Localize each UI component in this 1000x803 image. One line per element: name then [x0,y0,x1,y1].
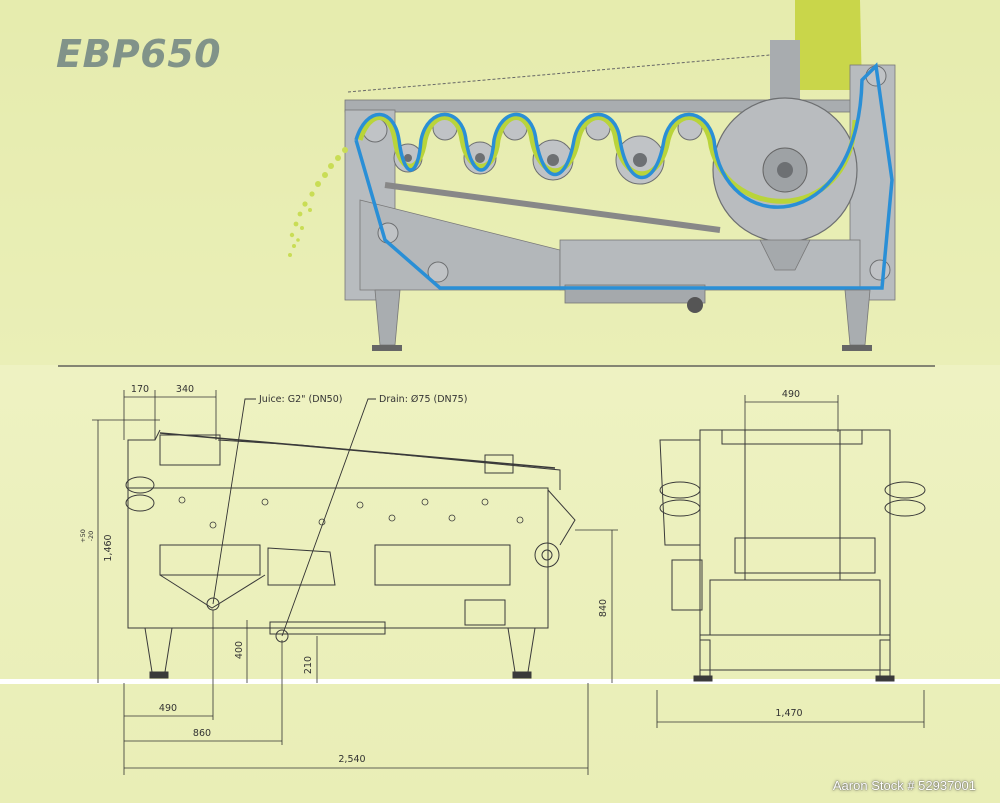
dim-2540: 2,540 [338,754,365,765]
dim-1470: 1,470 [775,708,802,719]
pulp-discharge [288,147,348,257]
belt-blue [354,62,894,290]
machine-render [288,0,896,351]
dim-1460-tol-bottom: -20 [87,531,95,542]
dim-400: 400 [234,641,245,659]
dim-840: 840 [598,599,609,617]
dim-860: 860 [193,728,211,739]
dim-490-side: 490 [159,703,177,714]
callout-lines [212,398,376,637]
juice-callout: Juice: G2" (DN50) [258,394,342,405]
dim-490-front: 490 [782,389,800,400]
dim-1460-tol-top: +50 [79,529,87,543]
front-elevation [659,429,926,682]
drain-callout: Drain: Ø75 (DN75) [379,394,467,405]
stock-watermark: Aaron Stock # 52937001 [832,778,976,793]
floor-line [0,679,1000,684]
hopper [795,0,862,90]
dimension-lines-side [92,390,618,775]
dim-340: 340 [176,384,194,395]
dimension-lines-front [656,395,925,728]
dim-170: 170 [131,384,149,395]
side-elevation [125,429,576,679]
belt-green [357,115,858,204]
dim-1460: 1,460 [103,534,114,561]
dim-210: 210 [303,656,314,674]
